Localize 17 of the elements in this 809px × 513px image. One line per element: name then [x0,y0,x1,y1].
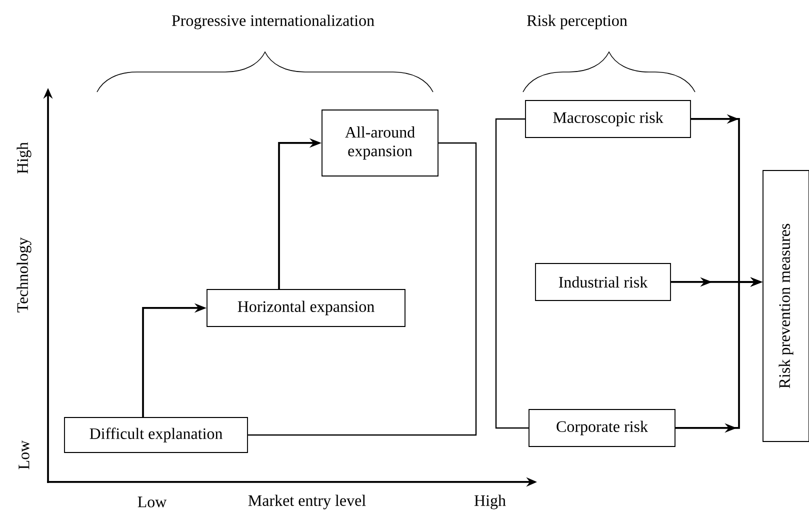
group-title: Risk perception [527,14,628,30]
group-title: Progressive internationalization [172,14,374,30]
axis-tick-label: Low [138,496,167,508]
stage-box: Difficult explanation [64,417,248,453]
stage-box: Horizontal expansion [206,289,406,327]
risk-box: Corporate risk [528,409,676,447]
axis-tick-label: Low [18,440,30,470]
connector-line [495,118,529,429]
risk-box: Industrial risk [535,263,671,301]
risk-box: Macroscopic risk [525,100,691,138]
stage-box: All-around expansion [322,110,438,176]
connector-line [248,142,477,436]
measures-box: Risk prevention measures [762,170,809,442]
axis-tick-label: High [16,142,32,174]
axis-title: Market entry level [248,494,366,510]
axis-title: Technology [16,237,32,312]
axis-tick-label: High [474,494,506,510]
